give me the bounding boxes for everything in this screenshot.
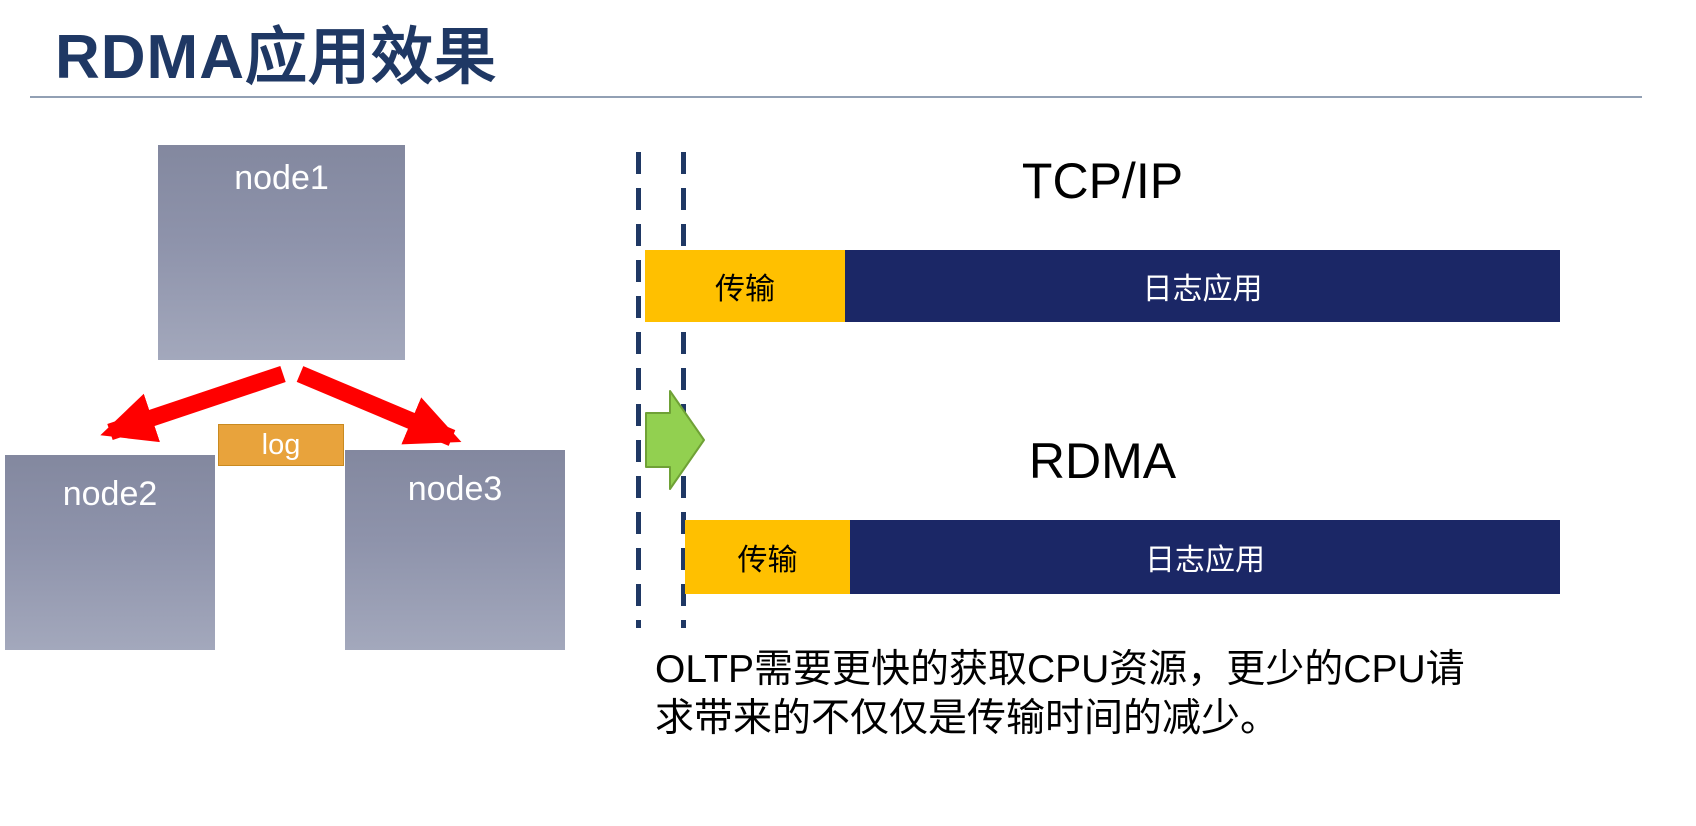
rdma-app-label: 日志应用 [1145, 544, 1265, 577]
tcp-heading: TCP/IP [1021, 153, 1184, 209]
node1-label: node1 [234, 159, 329, 197]
rdma-transfer-label: 传输 [737, 544, 798, 577]
page-title: RDMA应用效果 [55, 23, 497, 92]
dashed-start-line-1 [636, 152, 641, 628]
dashed-start-line-2 [681, 152, 686, 628]
caption-line-1: OLTP需要更快的获取CPU资源，更少的CPU请 [655, 648, 1465, 691]
caption-line-2: 求带来的不仅仅是传输时间的减少。 [655, 697, 1280, 741]
node2-label: node2 [62, 475, 158, 513]
rdma-app-segment: 日志应用 [850, 520, 1560, 594]
node1-box: node1 [158, 145, 405, 360]
tcp-app-segment: 日志应用 [845, 250, 1560, 322]
rdma-timeline-bar: 传输 日志应用 [685, 520, 1560, 594]
rdma-transfer-segment: 传输 [685, 520, 850, 594]
tcp-app-label: 日志应用 [1142, 273, 1263, 306]
node2-box: node2 [5, 455, 215, 650]
rdma-heading: RDMA [1028, 433, 1177, 489]
tcp-timeline-bar: 传输 日志应用 [645, 250, 1560, 322]
green-arrow-icon [640, 385, 710, 495]
log-label: log [261, 428, 301, 461]
node3-label: node3 [407, 470, 503, 508]
log-box: log [218, 424, 344, 466]
title-divider [30, 96, 1642, 98]
tcp-transfer-segment: 传输 [645, 250, 845, 322]
node3-box: node3 [345, 450, 565, 650]
tcp-transfer-label: 传输 [715, 273, 775, 306]
caption-text: OLTP需要更快的获取CPU资源，更少的CPU请 求带来的不仅仅是传输时间的减少… [655, 645, 1665, 743]
